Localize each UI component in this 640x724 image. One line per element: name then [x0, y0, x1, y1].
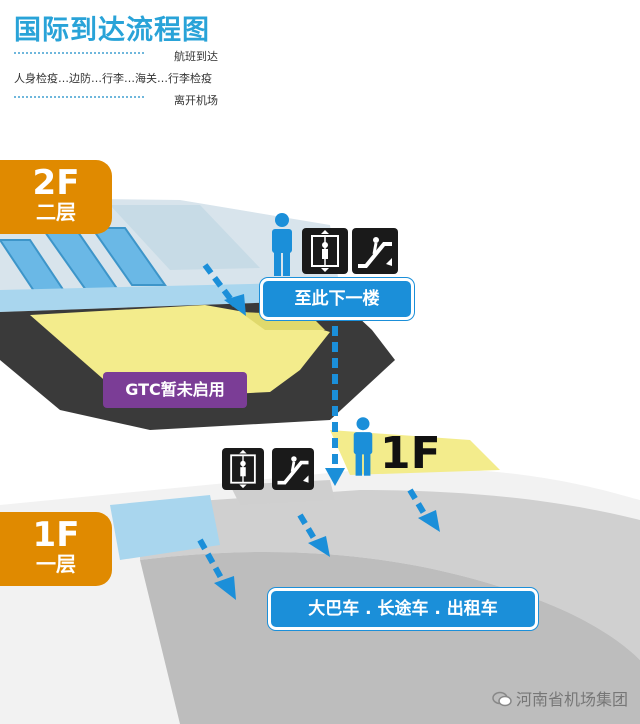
watermark: 河南省机场集团: [492, 686, 628, 710]
lower-floor-hall: [140, 490, 640, 660]
diagram-title: 国际到达流程图: [14, 15, 210, 46]
flow-step-arrival: 航班到达: [174, 50, 218, 63]
lower-floor-room: [110, 495, 220, 560]
flow-dots: [14, 96, 144, 98]
arrow-heads: [214, 294, 440, 600]
escalator-icon: [352, 228, 398, 274]
upper-floor-walkway: [0, 282, 338, 312]
flow-dots: [14, 52, 144, 54]
floor-name-2f: 二层: [36, 200, 76, 224]
gtc-label: GTC暂未启用: [103, 372, 247, 408]
floor-label-2f: 2F: [32, 163, 80, 203]
upper-floor-corridor: [110, 205, 260, 270]
elevator-icon: [222, 448, 264, 490]
floor-tag-2f: 2F 二层: [0, 160, 112, 234]
floor-name-1f: 一层: [36, 552, 76, 576]
transport-label: 大巴车 . 长途车 . 出租车: [268, 588, 538, 630]
person-icon: [268, 212, 296, 280]
floor-tag-1f: 1F 一层: [0, 512, 112, 586]
flow-step-checks: 人身检疫…边防…行李…海关…行李检疫: [14, 72, 212, 85]
go-down-label: 至此下一楼: [260, 278, 414, 320]
escalator-icon: [272, 448, 314, 490]
wechat-icon: [492, 691, 512, 707]
floor-marker-1f: 1F: [380, 428, 441, 479]
watermark-text: 河南省机场集团: [515, 690, 628, 709]
floor-label-1f: 1F: [32, 515, 80, 555]
person-icon: [350, 416, 376, 480]
flow-step-leave: 离开机场: [174, 94, 218, 107]
lower-arrival-area: [330, 430, 500, 475]
elevator-icon: [302, 228, 348, 274]
